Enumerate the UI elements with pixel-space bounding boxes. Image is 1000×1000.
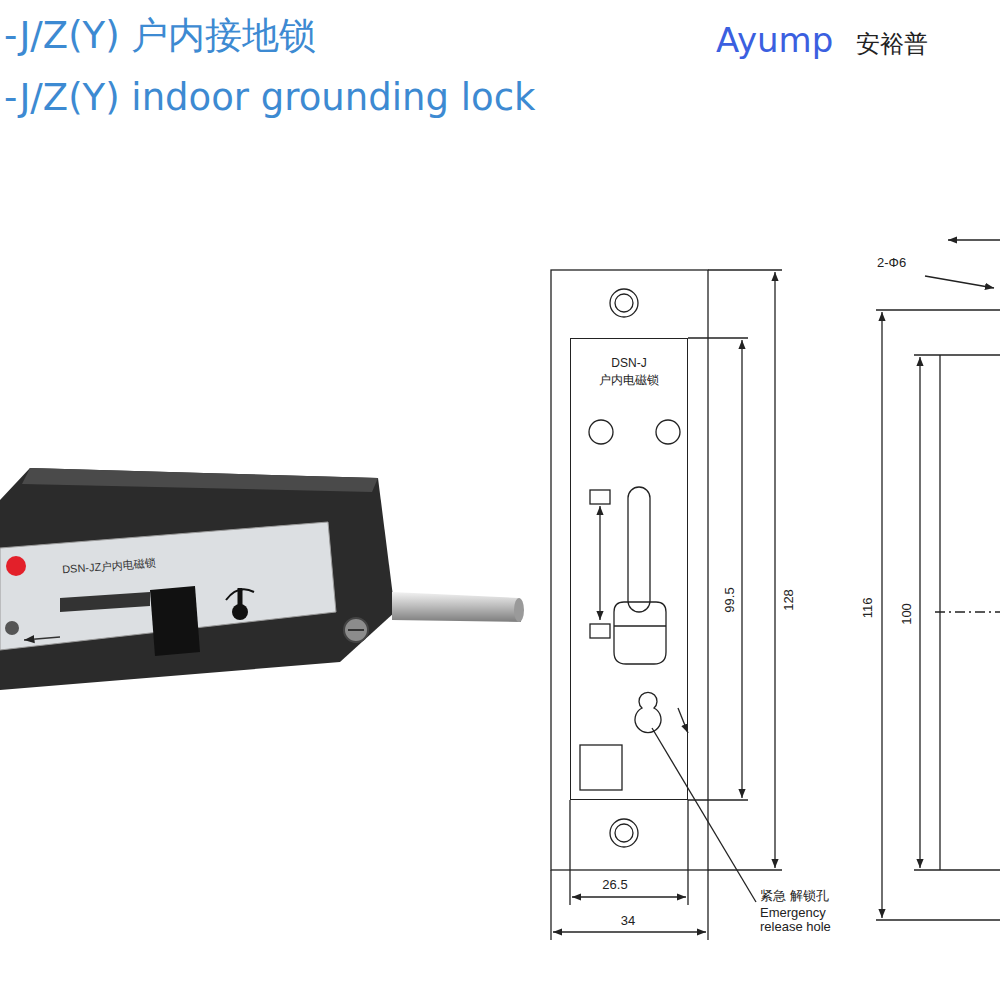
lock-photo [0, 468, 524, 690]
panel-text: 户内电磁锁 [571, 372, 687, 389]
front-view [551, 270, 782, 940]
dimension: 2-Φ6 [877, 256, 906, 270]
dimension: 99.5 [723, 585, 737, 614]
logo-text: 安裕普 [856, 31, 928, 57]
subtitle: -J/Z(Y) indoor grounding lock [4, 78, 535, 119]
logo-text: Ayump [716, 22, 833, 59]
dimension: 100 [900, 601, 914, 627]
panel-text: DSN-J [571, 355, 687, 372]
callout-label: 紧急 解锁孔 [760, 889, 829, 903]
callout-label: Emergency release hole [760, 906, 842, 935]
side-view [876, 240, 1000, 920]
nameplate-panel: DSN-J户内电磁锁 [570, 338, 688, 800]
dimension: 34 [619, 914, 637, 928]
dimension: 128 [782, 587, 796, 613]
dimension: 116 [861, 596, 875, 621]
dimension: 26.5 [600, 878, 629, 892]
title: -J/Z(Y) 户内接地锁 [4, 16, 316, 57]
